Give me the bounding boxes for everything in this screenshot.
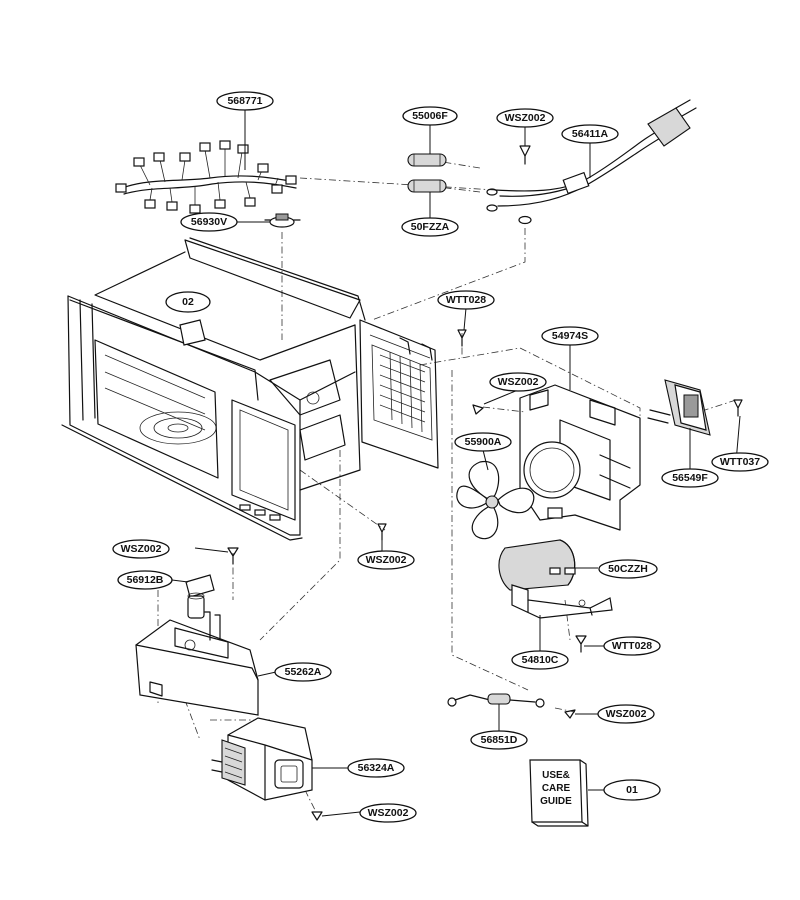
label-56549F: 56549F bbox=[661, 468, 719, 488]
screw-wtt028-top bbox=[457, 329, 467, 347]
transformer-bracket bbox=[135, 611, 259, 716]
label-WSZ002-mid-text: WSZ002 bbox=[498, 376, 539, 388]
label-WSZ002-left: WSZ002 bbox=[112, 539, 170, 559]
label-WTT028-low-text: WTT028 bbox=[612, 640, 652, 652]
label-WSZ002-right-text: WSZ002 bbox=[606, 708, 647, 720]
label-WSZ002-center: WSZ002 bbox=[357, 550, 415, 570]
thermal-cutout bbox=[264, 213, 301, 228]
label-54974S-text: 54974S bbox=[552, 330, 588, 342]
label-50CZZH-text: 50CZZH bbox=[608, 563, 648, 575]
label-WSZ002-mid: WSZ002 bbox=[489, 372, 547, 392]
label-01-text: 01 bbox=[626, 784, 638, 796]
label-50CZZH: 50CZZH bbox=[598, 559, 658, 579]
label-50FZZA: 50FZZA bbox=[401, 217, 459, 237]
label-568771: 568771 bbox=[216, 91, 274, 111]
label-56851D: 56851D bbox=[470, 730, 528, 750]
label-WTT037-text: WTT037 bbox=[720, 456, 760, 468]
label-56549F-text: 56549F bbox=[672, 472, 708, 484]
label-50FZZA-text: 50FZZA bbox=[411, 221, 450, 233]
label-WTT028-top-text: WTT028 bbox=[446, 294, 486, 306]
label-55006F-text: 55006F bbox=[412, 110, 448, 122]
guide-line-3: GUIDE bbox=[540, 796, 572, 807]
label-56912B-text: 56912B bbox=[127, 574, 164, 586]
use-care-guide-booklet: USE& CARE GUIDE bbox=[529, 759, 589, 827]
label-WSZ002-right: WSZ002 bbox=[597, 704, 655, 724]
fan-motor bbox=[647, 379, 743, 436]
label-02: 02 bbox=[165, 291, 211, 313]
label-56411A: 56411A bbox=[561, 124, 619, 144]
wire-harness bbox=[115, 140, 297, 214]
label-55262A-text: 55262A bbox=[285, 666, 322, 678]
label-55262A: 55262A bbox=[274, 662, 332, 682]
label-56930V: 56930V bbox=[180, 212, 238, 232]
label-WSZ002-bottom: WSZ002 bbox=[359, 803, 417, 823]
label-56930V-text: 56930V bbox=[191, 216, 227, 228]
label-WSZ002-center-text: WSZ002 bbox=[366, 554, 407, 566]
screws-mid bbox=[227, 404, 484, 565]
guide-line-2: CARE bbox=[542, 783, 571, 794]
label-568771-text: 568771 bbox=[227, 95, 262, 107]
label-01: 01 bbox=[603, 779, 661, 801]
guide-line-1: USE& bbox=[542, 770, 570, 781]
label-WSZ002-top: WSZ002 bbox=[496, 108, 554, 128]
magnetron bbox=[211, 717, 323, 821]
capacitor-bracket bbox=[511, 584, 613, 653]
label-02-text: 02 bbox=[182, 296, 194, 308]
label-55900A: 55900A bbox=[454, 432, 512, 452]
label-56324A: 56324A bbox=[347, 758, 405, 778]
air-guide bbox=[519, 384, 641, 531]
label-WSZ002-top-text: WSZ002 bbox=[505, 112, 546, 124]
label-55006F: 55006F bbox=[402, 106, 458, 126]
switch-bracket bbox=[185, 574, 215, 619]
leader-lines bbox=[171, 110, 741, 817]
fuses bbox=[407, 153, 447, 193]
label-54974S: 54974S bbox=[541, 326, 599, 346]
label-54810C: 54810C bbox=[511, 650, 569, 670]
hv-capacitor bbox=[498, 539, 576, 591]
label-WSZ002-left-text: WSZ002 bbox=[121, 543, 162, 555]
label-54810C-text: 54810C bbox=[522, 654, 559, 666]
label-WTT028-low: WTT028 bbox=[603, 636, 661, 656]
cabinet-chassis bbox=[61, 237, 439, 541]
screw-top bbox=[519, 145, 531, 165]
label-WTT028-top: WTT028 bbox=[437, 290, 495, 310]
fan-blade bbox=[456, 461, 535, 540]
label-WSZ002-bottom-text: WSZ002 bbox=[368, 807, 409, 819]
label-56411A-text: 56411A bbox=[572, 128, 609, 140]
label-56912B: 56912B bbox=[117, 570, 173, 590]
label-56324A-text: 56324A bbox=[358, 762, 395, 774]
label-WTT037: WTT037 bbox=[711, 452, 769, 472]
hv-diode bbox=[447, 693, 576, 719]
label-55900A-text: 55900A bbox=[465, 436, 502, 448]
power-cord bbox=[486, 99, 697, 225]
label-56851D-text: 56851D bbox=[481, 734, 518, 746]
